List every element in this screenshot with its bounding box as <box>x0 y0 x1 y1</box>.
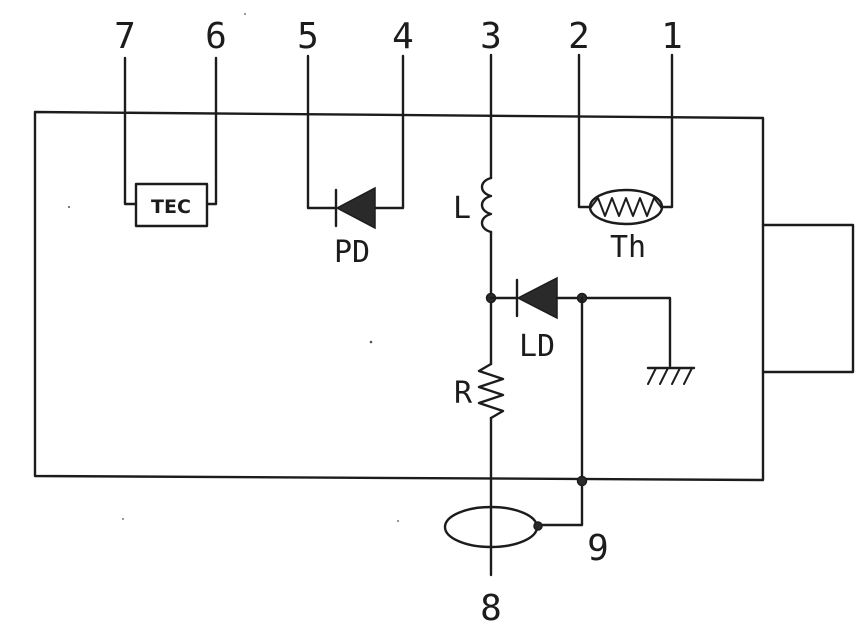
package-outline <box>33 110 765 482</box>
thermistor-group: Th <box>577 53 674 265</box>
speck <box>397 520 399 522</box>
pin-label-5: 5 <box>297 16 319 57</box>
laser-diode-symbol <box>516 276 558 320</box>
pin-label-1: 1 <box>661 16 683 57</box>
pin-label-9: 9 <box>587 528 609 569</box>
pin-5-lead <box>306 54 338 210</box>
thermistor-label: Th <box>610 230 646 265</box>
inductor-group: L <box>453 53 497 366</box>
junction-node-case <box>576 475 588 487</box>
pin-label-2: 2 <box>568 16 590 57</box>
pin-label-4: 4 <box>392 16 414 57</box>
resistor-zigzag <box>477 362 505 420</box>
laser-diode-label: LD <box>519 329 555 364</box>
case-ground-wire <box>538 296 584 527</box>
ld-cathode-wire <box>555 296 672 368</box>
resistor-label: R <box>454 376 473 411</box>
inductor-label: L <box>453 191 471 226</box>
speck <box>68 206 70 208</box>
inductor-coil <box>480 176 493 234</box>
pin-label-3: 3 <box>480 16 502 57</box>
thermistor-zigzag <box>590 197 662 217</box>
fiber-connector <box>761 223 855 374</box>
pin-4-lead <box>373 54 405 210</box>
pin-7-lead <box>123 56 138 206</box>
pin-1-lead <box>659 53 674 209</box>
tec-box <box>134 182 209 228</box>
pin-2-lead <box>577 53 593 209</box>
ground-symbol <box>646 366 696 385</box>
pin-label-6: 6 <box>205 16 227 57</box>
speck <box>244 13 246 15</box>
pin-label-8: 8 <box>480 588 502 629</box>
photodiode-group: PD <box>306 54 405 270</box>
speck <box>122 518 124 520</box>
fiber-ring-node <box>533 521 543 531</box>
pin-6-lead <box>205 56 218 206</box>
tec-group: TEC <box>123 56 218 228</box>
laser-diode-group: LD <box>489 276 672 368</box>
photodiode-symbol <box>335 186 376 230</box>
photodiode-label: PD <box>334 235 370 270</box>
tec-label: TEC <box>151 196 191 218</box>
speck <box>369 340 373 344</box>
resistor-group: R <box>454 362 505 577</box>
pin-label-7: 7 <box>114 16 136 57</box>
